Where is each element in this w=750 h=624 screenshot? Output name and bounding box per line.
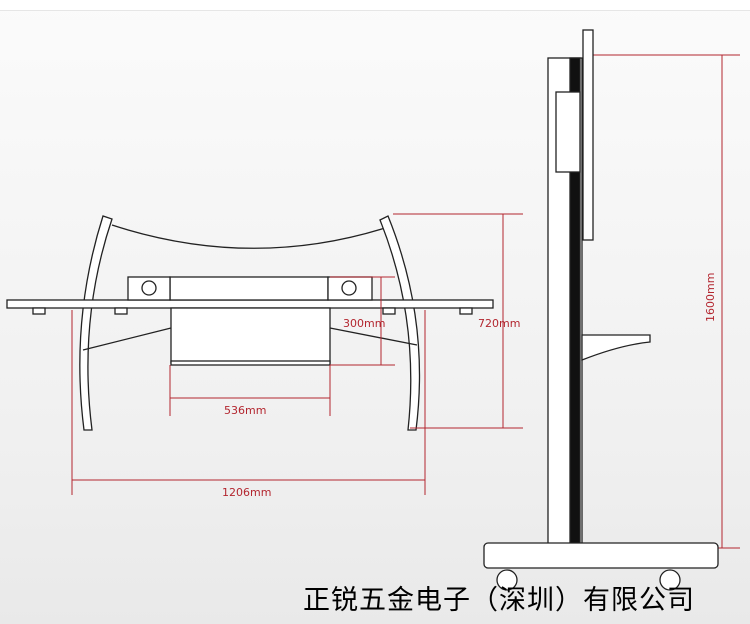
dim-1600: 1600mm (704, 273, 717, 322)
side-view (483, 29, 719, 591)
mount-bracket (555, 91, 581, 173)
screen (582, 29, 594, 241)
dim-536: 536mm (224, 404, 266, 417)
dim-300: 300mm (343, 317, 385, 330)
right-arm (379, 215, 421, 431)
dim-1206: 1206mm (222, 486, 271, 499)
base (483, 542, 719, 569)
wheel-right (659, 569, 681, 591)
top-box (169, 276, 329, 301)
shelf (581, 334, 651, 361)
dim-720: 720mm (478, 317, 520, 330)
front-view (6, 215, 494, 431)
dimension-lines (71, 54, 740, 549)
top-band (0, 0, 750, 11)
left-arm (79, 215, 113, 431)
floor-plate (6, 299, 494, 309)
company-name: 正锐五金电子（深圳）有限公司 (303, 585, 695, 616)
wheel-left (496, 569, 518, 591)
bottom-box (170, 307, 331, 364)
left-motor (127, 276, 171, 301)
top-curve (111, 224, 386, 249)
